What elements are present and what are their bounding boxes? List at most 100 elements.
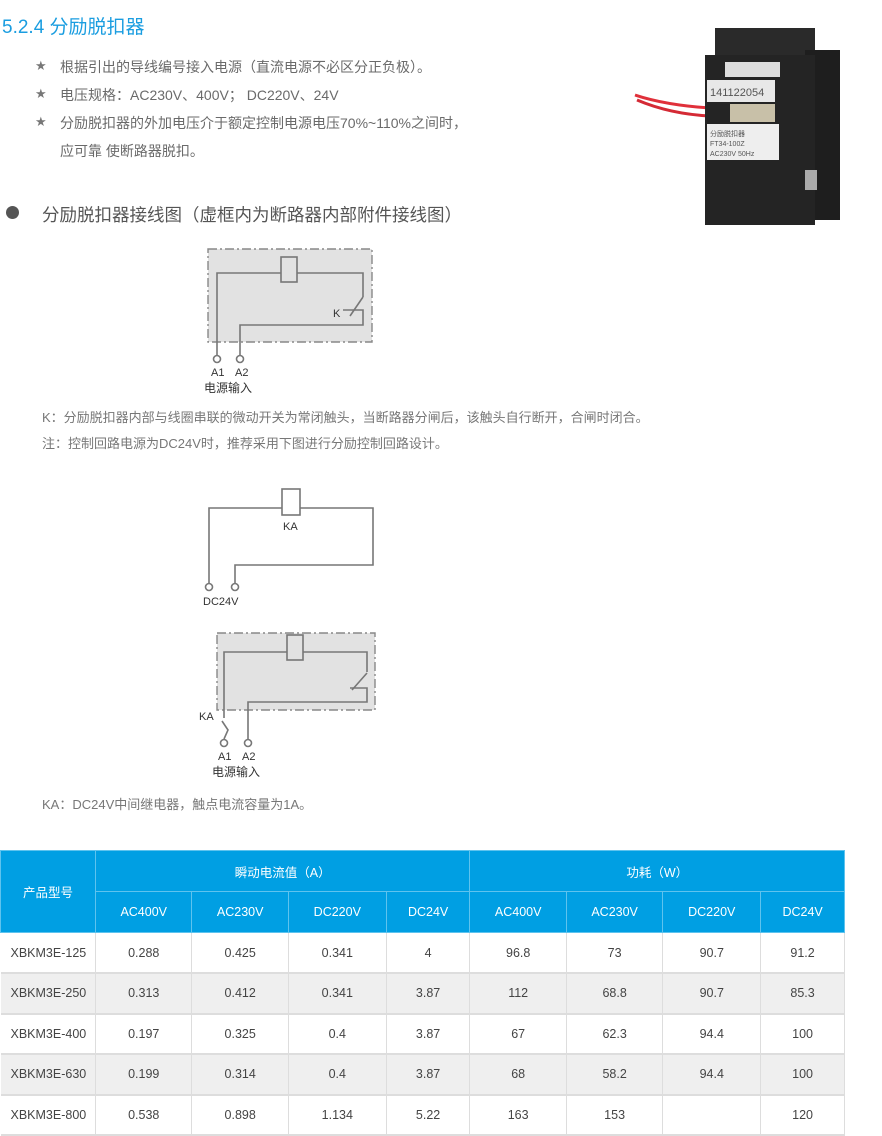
label-model: FT34-100Z <box>710 141 745 148</box>
section-heading: 5.2.4 分励脱扣器 <box>2 17 145 38</box>
table-cell: 68 <box>469 1054 567 1096</box>
subheader-ac400v: AC400V <box>469 891 567 933</box>
note-dc24v: 注：控制回路电源为DC24V时，推荐采用下图进行分励控制回路设计。 <box>42 436 448 451</box>
star-icon: ★ <box>35 86 47 101</box>
table-cell: 3.87 <box>386 1054 471 1096</box>
diagram-shunt-release <box>207 248 373 364</box>
terminal-a2-label: A2 <box>235 367 248 379</box>
table-cell <box>662 1094 762 1136</box>
table-cell: 96.8 <box>469 932 567 974</box>
table-cell: 0.314 <box>191 1054 289 1096</box>
bullet-text: 根据引出的导线编号接入电源（直流电源不必区分正负极）。 <box>60 59 431 75</box>
rating-label <box>707 124 779 160</box>
table-cell: 5.22 <box>386 1094 471 1136</box>
table-cell: 120 <box>760 1094 845 1136</box>
table-cell: 0.199 <box>95 1054 193 1096</box>
serial-label <box>707 80 775 102</box>
table-cell: 4 <box>386 932 471 974</box>
star-icon: ★ <box>35 58 47 73</box>
table-cell: 94.4 <box>662 1054 762 1096</box>
power-input-label: 电源输入 <box>204 380 252 395</box>
table-cell: 0.288 <box>95 932 193 974</box>
star-icon: ★ <box>35 114 47 129</box>
table-cell: 90.7 <box>662 932 762 974</box>
shunt-release-photo: 141122054 分励脱扣器 FT34-100Z AC230V 50Hz <box>634 28 840 225</box>
wiring-diagrams: K A1 A2 电源输入 KA DC24V KA A1 A2 电源输入 <box>199 248 376 779</box>
subheader-dc220v: DC220V <box>662 891 762 933</box>
table-cell: 0.4 <box>288 1054 387 1096</box>
table-cell: 1.134 <box>288 1094 387 1136</box>
table-cell: 73 <box>566 932 664 974</box>
coil-icon <box>280 256 298 283</box>
table-cell: 3.87 <box>386 973 471 1015</box>
table-cell: 0.313 <box>95 973 193 1015</box>
subheader-ac230v: AC230V <box>565 891 664 933</box>
subheader-dc24v: DC24V <box>385 891 471 933</box>
bullet-text: 应可靠 使断路器脱扣。 <box>60 143 204 159</box>
subheader-dc24v: DC24V <box>760 891 845 933</box>
serial-text: 141122054 <box>710 87 764 99</box>
table-cell: 58.2 <box>566 1054 664 1096</box>
coil-icon <box>286 634 304 661</box>
table-cell: 0.412 <box>191 973 289 1015</box>
table-cell: 62.3 <box>566 1013 664 1055</box>
terminal-a1-label: A1 <box>211 367 224 379</box>
table-cell: 153 <box>566 1094 664 1136</box>
switch-k-icon <box>349 296 364 317</box>
header-current: 瞬动电流值（A） <box>94 850 471 892</box>
table-cell: 85.3 <box>760 973 845 1015</box>
model-cell: XBKM3E-800 <box>0 1094 96 1136</box>
diagram-breaker-with-ka <box>216 632 376 748</box>
header-model: 产品型号 <box>0 850 96 933</box>
relay-coil-icon <box>281 488 301 516</box>
table-cell: 100 <box>760 1054 845 1096</box>
table-cell: 0.425 <box>191 932 289 974</box>
table-cell: 91.2 <box>760 932 845 974</box>
table-cell: 68.8 <box>566 973 664 1015</box>
terminal-a1-label: A1 <box>218 751 231 763</box>
model-cell: XBKM3E-250 <box>0 973 96 1015</box>
table-cell: 0.4 <box>288 1013 387 1055</box>
subheader-ac400v: AC400V <box>94 891 193 933</box>
table-cell: 0.197 <box>95 1013 193 1055</box>
table-cell: 0.341 <box>288 932 387 974</box>
model-cell: XBKM3E-400 <box>0 1013 96 1055</box>
table-cell: 67 <box>469 1013 567 1055</box>
relay-ka-label: KA <box>283 521 298 533</box>
diagram-section-title: 分励脱扣器接线图（虚框内为断路器内部附件接线图） <box>42 205 462 225</box>
subheader-dc220v: DC220V <box>287 891 387 933</box>
ka-contact-icon <box>221 720 229 740</box>
bullet-text: 分励脱扣器的外加电压介于额定控制电源电压70%~110%之间时， <box>60 115 467 131</box>
table-cell: 100 <box>760 1013 845 1055</box>
power-input-label: 电源输入 <box>212 764 260 779</box>
table-cell: 112 <box>469 973 567 1015</box>
table-cell: 0.898 <box>191 1094 289 1136</box>
label-rating: AC230V 50Hz <box>710 151 755 158</box>
model-cell: XBKM3E-630 <box>0 1054 96 1096</box>
model-cell: XBKM3E-125 <box>0 932 96 974</box>
table-cell: 0.538 <box>95 1094 193 1136</box>
table-cell: 163 <box>469 1094 567 1136</box>
terminal-a2-label: A2 <box>242 751 255 763</box>
label-name: 分励脱扣器 <box>710 129 745 138</box>
bullet-text: 电压规格：AC230V、400V； DC220V、24V <box>60 87 339 103</box>
note-ka: KA：DC24V中间继电器，触点电流容量为1A。 <box>42 797 313 812</box>
subheader-ac230v: AC230V <box>191 891 289 933</box>
ka-contact-label: KA <box>199 711 214 723</box>
table-cell: 0.325 <box>191 1013 289 1055</box>
bullet-dot-icon <box>6 206 19 219</box>
table-cell: 3.87 <box>386 1013 471 1055</box>
note-k: K：分励脱扣器内部与线圈串联的微动开关为常闭触头，当断路器分闸后，该触头自行断开… <box>42 410 649 425</box>
diagram-dc24v-relay <box>204 488 374 592</box>
switch-k-label: K <box>333 308 341 320</box>
header-power: 功耗（W） <box>469 850 845 892</box>
table-cell: 90.7 <box>662 973 762 1015</box>
dc24v-label: DC24V <box>203 596 239 608</box>
switch-icon <box>351 672 368 691</box>
